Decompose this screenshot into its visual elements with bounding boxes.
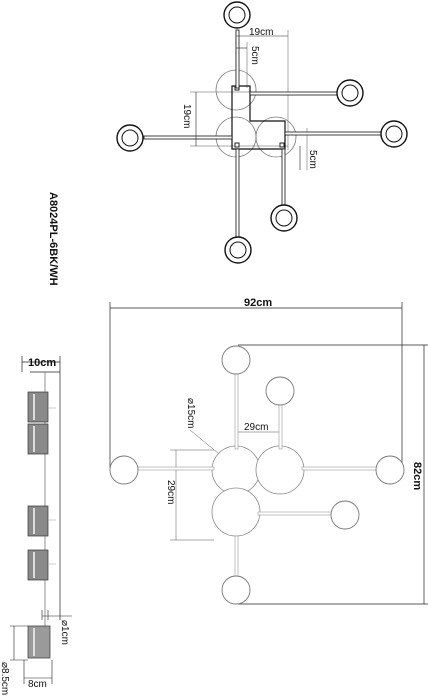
- front-dim-width-label: 92cm: [244, 297, 272, 309]
- front-dim-inner-height-label: 29cm: [165, 480, 176, 504]
- globe: [109, 455, 139, 485]
- top-view-lamps: [116, 1, 408, 264]
- globe: [330, 500, 360, 530]
- front-view-extents: [109, 302, 428, 605]
- top-dim-width-label: 19cm: [249, 27, 273, 38]
- globe: [221, 575, 251, 605]
- top-dim-height-label: 19cm: [181, 104, 192, 128]
- front-dim-diameter-label: ⌀15cm: [185, 398, 196, 428]
- globe: [375, 455, 405, 485]
- top-dim-small-label: 5cm: [307, 150, 318, 169]
- side-dim-rod-label: ⌀1cm: [59, 620, 70, 645]
- side-dim-depth-label: 10cm: [28, 357, 56, 369]
- model-number: A8024PL-6BK/WH: [47, 192, 59, 286]
- side-shades: [27, 391, 51, 659]
- side-dim-base-width-label: 8cm: [28, 679, 47, 690]
- front-view-globes: [109, 345, 405, 605]
- front-view-body: [211, 445, 305, 537]
- front-dim-inner-width-label: 29cm: [244, 422, 268, 433]
- top-view-canopy: [231, 85, 286, 150]
- globe: [221, 345, 251, 375]
- top-dim-arm-label: 5cm: [249, 46, 260, 65]
- top-view-dim-lines: [195, 35, 301, 170]
- side-dim-base-diameter-label: ⌀8.5cm: [0, 662, 10, 695]
- side-view: [10, 356, 72, 684]
- globe: [265, 376, 295, 406]
- front-view-arms: [137, 372, 379, 589]
- top-view: [116, 1, 408, 264]
- front-dim-height-label: 82cm: [411, 462, 423, 490]
- top-view-arms: [143, 29, 382, 240]
- front-view: [109, 302, 428, 605]
